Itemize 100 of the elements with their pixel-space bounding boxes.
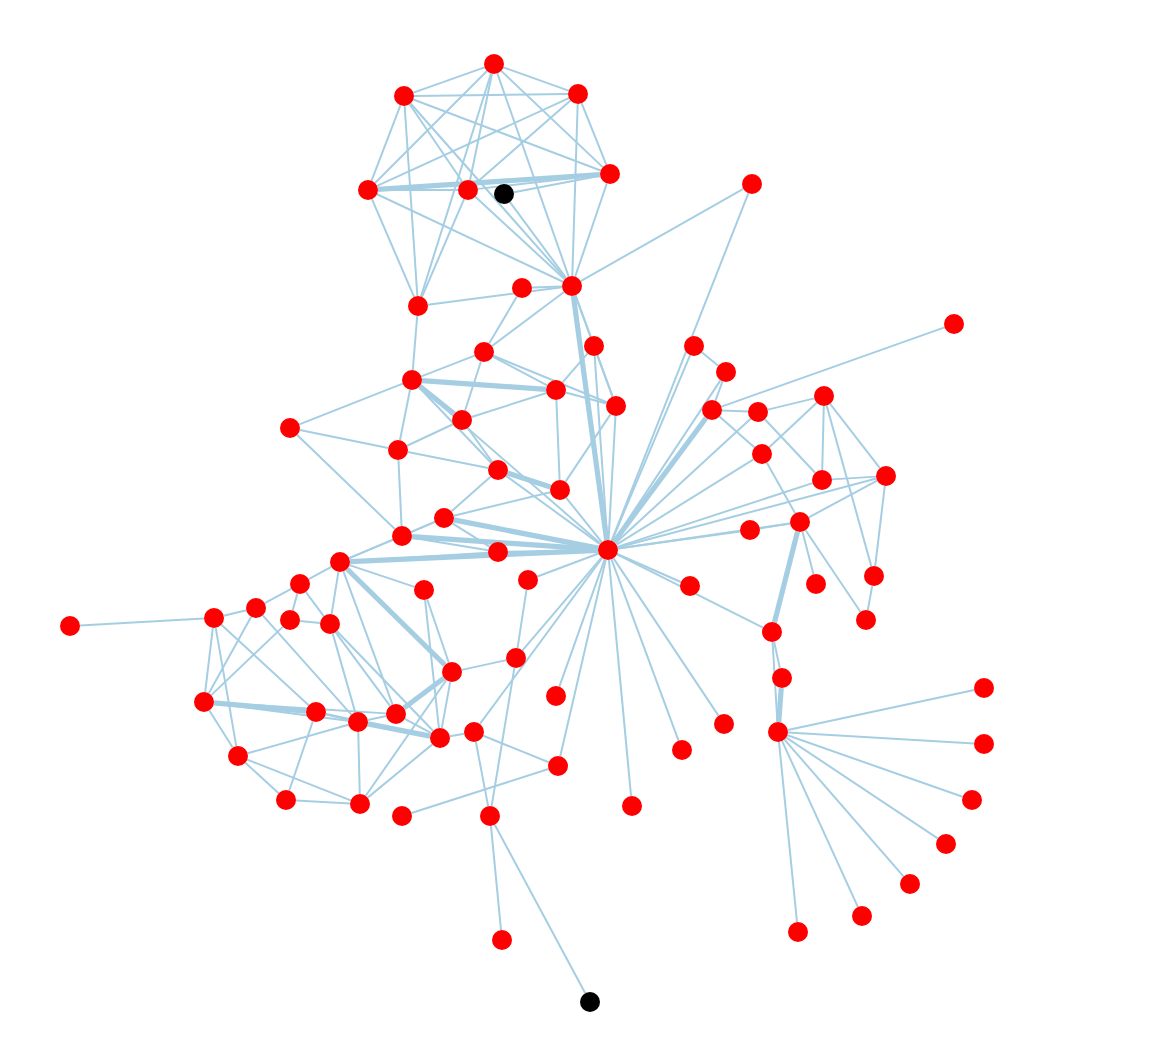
network-node <box>716 362 736 382</box>
network-edge <box>466 427 494 463</box>
network-node <box>388 440 408 460</box>
network-node <box>408 296 428 316</box>
network-edge <box>370 104 402 182</box>
network-node <box>434 508 454 528</box>
network-edge <box>474 99 572 185</box>
network-edge <box>426 598 450 664</box>
network-edge <box>420 72 492 298</box>
network-node <box>584 336 604 356</box>
network-edge <box>246 758 352 802</box>
network-edge <box>451 522 491 548</box>
network-edge <box>615 458 755 546</box>
network-edge <box>720 326 946 408</box>
network-edge <box>470 392 548 418</box>
network-edge <box>450 475 492 513</box>
network-edge <box>349 547 599 565</box>
network-node <box>550 480 570 500</box>
network-edge <box>721 409 749 413</box>
network-edge <box>376 97 570 187</box>
network-node <box>348 712 368 732</box>
network-edge <box>874 484 886 568</box>
network-node <box>394 86 414 106</box>
network-edge <box>330 570 340 616</box>
network-node <box>320 614 340 634</box>
network-edge <box>207 615 253 695</box>
network-node <box>790 512 810 532</box>
network-edge <box>614 417 752 545</box>
network-edge <box>866 584 874 612</box>
network-node <box>900 874 920 894</box>
network-edge <box>298 620 322 624</box>
network-edge <box>574 182 608 278</box>
network-edge <box>508 201 568 279</box>
network-node <box>962 790 982 810</box>
network-node <box>546 380 566 400</box>
network-edge <box>402 675 446 711</box>
network-edge <box>213 700 307 714</box>
network-node <box>864 566 884 586</box>
network-edge <box>611 416 709 544</box>
network-edge <box>288 720 314 792</box>
network-edge <box>460 659 508 671</box>
network-edge <box>506 470 552 490</box>
network-edge <box>512 174 602 194</box>
network-node <box>714 714 734 734</box>
network-edge <box>208 709 234 749</box>
network-node <box>806 574 826 594</box>
network-edge <box>366 715 388 721</box>
network-node <box>752 444 772 464</box>
network-edge <box>412 66 486 94</box>
network-edge <box>397 459 403 527</box>
network-edge <box>453 517 599 551</box>
network-edge <box>491 355 549 387</box>
network-node <box>280 418 300 438</box>
network-node <box>684 336 704 356</box>
network-edge <box>406 423 454 447</box>
network-node <box>742 174 762 194</box>
network-edge <box>785 736 939 840</box>
network-edge <box>489 824 503 932</box>
network-edge <box>561 352 589 384</box>
network-edge <box>440 680 452 730</box>
network-edge <box>502 66 570 92</box>
network-node <box>442 662 462 682</box>
network-edge <box>408 103 464 183</box>
network-edge <box>418 384 456 416</box>
network-edge <box>596 354 614 398</box>
network-node <box>358 180 378 200</box>
network-edge <box>222 609 248 617</box>
network-edge <box>607 415 617 541</box>
network-node <box>580 992 600 1012</box>
network-edge <box>714 380 724 402</box>
network-edge <box>412 98 602 172</box>
network-node <box>600 164 620 184</box>
network-edge <box>718 415 756 449</box>
network-node <box>290 574 310 594</box>
network-edge <box>448 732 466 738</box>
network-edge <box>452 491 552 517</box>
network-node <box>414 580 434 600</box>
network-edge <box>403 717 433 735</box>
network-node <box>788 922 808 942</box>
network-edge <box>763 418 817 474</box>
network-node <box>246 598 266 618</box>
network-edge <box>610 354 692 542</box>
network-edge <box>616 530 742 550</box>
network-edge <box>324 713 350 721</box>
network-edge <box>374 70 488 184</box>
network-node <box>768 722 788 742</box>
network-edge <box>610 558 680 742</box>
network-edge <box>771 531 801 623</box>
network-node <box>228 746 248 766</box>
network-edge <box>831 475 877 481</box>
network-edge <box>342 570 394 706</box>
network-edge <box>398 388 412 442</box>
network-edge <box>474 740 490 808</box>
network-node <box>60 616 80 636</box>
network-edge <box>403 105 419 297</box>
network-edge <box>345 567 447 667</box>
network-edge <box>829 402 881 470</box>
network-node <box>494 184 514 204</box>
network-node <box>492 930 512 950</box>
network-edge <box>424 598 440 730</box>
